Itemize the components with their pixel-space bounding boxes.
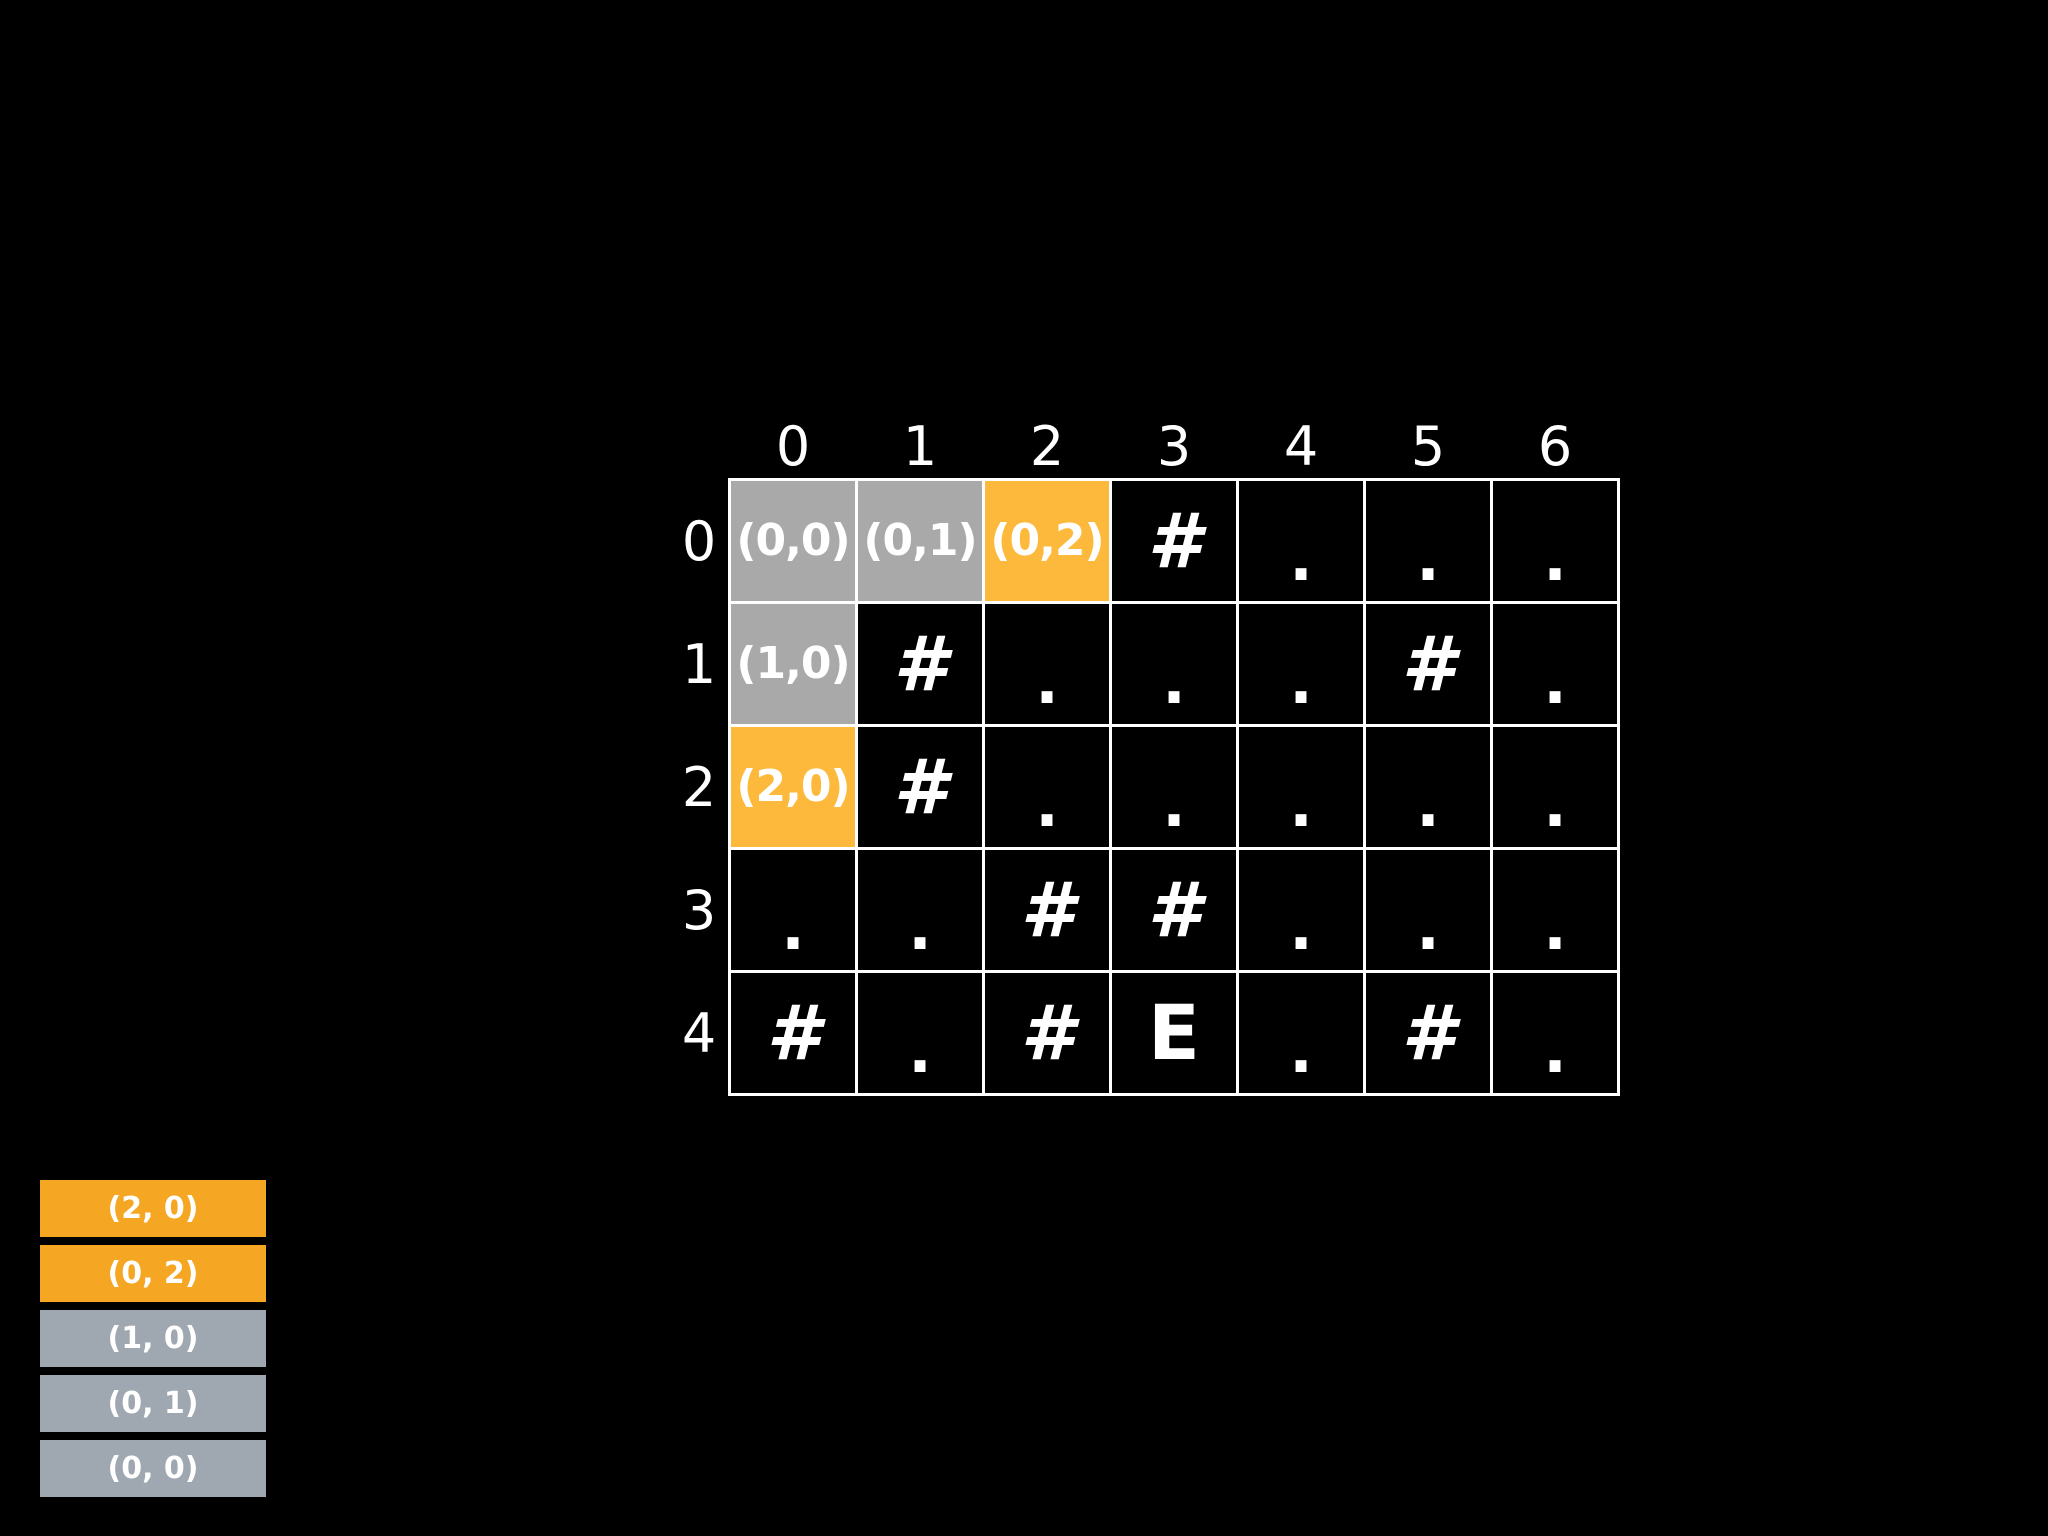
grid-cell-label: . [1543, 768, 1567, 841]
grid-cell-label: (2,0) [736, 761, 850, 812]
grid-cell-label: # [1147, 496, 1201, 585]
grid-cell-label: . [1035, 768, 1059, 841]
row-header-3: 3 [670, 848, 730, 972]
grid-cell-2-5[interactable]: . [1363, 724, 1493, 850]
grid-cell-label: . [1416, 891, 1440, 964]
grid-cell-label: # [766, 988, 820, 1077]
stack-panel: (2, 0) (0, 2) (1, 0) (0, 1) (0, 0) [40, 1180, 266, 1497]
grid-cell-4-2[interactable]: # [982, 970, 1112, 1096]
column-header-5: 5 [1364, 406, 1492, 480]
grid-cell-label: E [1148, 988, 1200, 1077]
row-header-2: 2 [670, 725, 730, 849]
grid-cell-label: # [1020, 865, 1074, 954]
grid-cell-1-0[interactable]: (1,0) [728, 601, 858, 727]
grid-cell-label: . [908, 1014, 932, 1087]
grid-cell-label: . [1162, 768, 1186, 841]
stack-item-1[interactable]: (0, 2) [40, 1245, 266, 1302]
grid-cell-0-2[interactable]: (0,2) [982, 478, 1112, 604]
grid-cell-1-5[interactable]: # [1363, 601, 1493, 727]
grid-cell-label: . [1289, 645, 1313, 718]
grid-cell-label: . [908, 891, 932, 964]
grid-cell-0-6[interactable]: . [1490, 478, 1620, 604]
grid-cell-label: # [1401, 988, 1455, 1077]
grid-cell-3-1[interactable]: . [855, 847, 985, 973]
grid-cell-2-1[interactable]: # [855, 724, 985, 850]
grid-row: 4 #. # E. #. [670, 970, 1620, 1096]
grid-cell-4-0[interactable]: # [728, 970, 858, 1096]
grid-cell-label: . [1162, 645, 1186, 718]
grid-cell-2-0[interactable]: (2,0) [728, 724, 858, 850]
grid-cell-label: # [1020, 988, 1074, 1077]
grid-cell-4-6[interactable]: . [1490, 970, 1620, 1096]
column-header-3: 3 [1110, 406, 1238, 480]
grid-cell-1-3[interactable]: . [1109, 601, 1239, 727]
grid-cell-label: . [1543, 1014, 1567, 1087]
grid-cell-label: . [1035, 645, 1059, 718]
grid-cell-0-5[interactable]: . [1363, 478, 1493, 604]
column-header-4: 4 [1237, 406, 1365, 480]
grid-cell-0-3[interactable]: # [1109, 478, 1239, 604]
grid-corner-spacer [670, 406, 730, 480]
grid-cell-label: . [781, 891, 805, 964]
grid-cell-label: (0,2) [990, 515, 1104, 566]
stack-item-0[interactable]: (2, 0) [40, 1180, 266, 1237]
grid-cell-label: . [1416, 768, 1440, 841]
grid-cell-4-4[interactable]: . [1236, 970, 1366, 1096]
grid-cell-2-2[interactable]: . [982, 724, 1112, 850]
stack-item-4[interactable]: (0, 0) [40, 1440, 266, 1497]
grid-cell-label: # [893, 742, 947, 831]
grid-cell-1-4[interactable]: . [1236, 601, 1366, 727]
grid-cell-3-3[interactable]: # [1109, 847, 1239, 973]
stack-item-3[interactable]: (0, 1) [40, 1375, 266, 1432]
grid-cell-label: . [1543, 645, 1567, 718]
grid-cell-label: # [1147, 865, 1201, 954]
grid-cell-label: (1,0) [736, 638, 850, 689]
grid-cell-label: . [1289, 1014, 1313, 1087]
grid-cell-3-4[interactable]: . [1236, 847, 1366, 973]
grid-cell-1-2[interactable]: . [982, 601, 1112, 727]
grid-cell-label: . [1416, 522, 1440, 595]
grid-cell-2-6[interactable]: . [1490, 724, 1620, 850]
grid-row: 3.. # #... [670, 847, 1620, 973]
row-header-1: 1 [670, 602, 730, 726]
grid-cell-0-4[interactable]: . [1236, 478, 1366, 604]
grid-cell-3-2[interactable]: # [982, 847, 1112, 973]
grid-cell-label: (0,0) [736, 515, 850, 566]
grid-cell-3-6[interactable]: . [1490, 847, 1620, 973]
grid-row: 2(2,0) #..... [670, 724, 1620, 850]
grid-cell-label: (0,1) [863, 515, 977, 566]
column-header-6: 6 [1491, 406, 1619, 480]
grid-cell-label: # [893, 619, 947, 708]
grid-cell-1-6[interactable]: . [1490, 601, 1620, 727]
grid-cell-1-1[interactable]: # [855, 601, 985, 727]
grid-cell-2-4[interactable]: . [1236, 724, 1366, 850]
row-header-0: 0 [670, 479, 730, 603]
grid-cell-label: . [1543, 522, 1567, 595]
column-header-0: 0 [729, 406, 857, 480]
grid-row: 0(0,0) (0,1) (0,2) #... [670, 478, 1620, 604]
grid-cell-4-5[interactable]: # [1363, 970, 1493, 1096]
stack-item-2[interactable]: (1, 0) [40, 1310, 266, 1367]
grid-body: 0(0,0) (0,1) (0,2) #... 1(1,0) #... #. 2(2,0) #.… [670, 478, 1620, 1096]
grid-cell-label: . [1289, 891, 1313, 964]
grid-cell-4-3[interactable]: E [1109, 970, 1239, 1096]
row-header-4: 4 [670, 971, 730, 1095]
grid-cell-4-1[interactable]: . [855, 970, 985, 1096]
column-header-1: 1 [856, 406, 984, 480]
grid-cell-2-3[interactable]: . [1109, 724, 1239, 850]
grid-cell-label: # [1401, 619, 1455, 708]
grid-cell-0-0[interactable]: (0,0) [728, 478, 858, 604]
grid-cell-label: . [1289, 522, 1313, 595]
grid-row: 1(1,0) #... #. [670, 601, 1620, 727]
grid-cell-3-0[interactable]: . [728, 847, 858, 973]
grid-cell-label: . [1543, 891, 1567, 964]
grid-cell-0-1[interactable]: (0,1) [855, 478, 985, 604]
column-header-2: 2 [983, 406, 1111, 480]
grid-cell-3-5[interactable]: . [1363, 847, 1493, 973]
grid-cell-label: . [1289, 768, 1313, 841]
